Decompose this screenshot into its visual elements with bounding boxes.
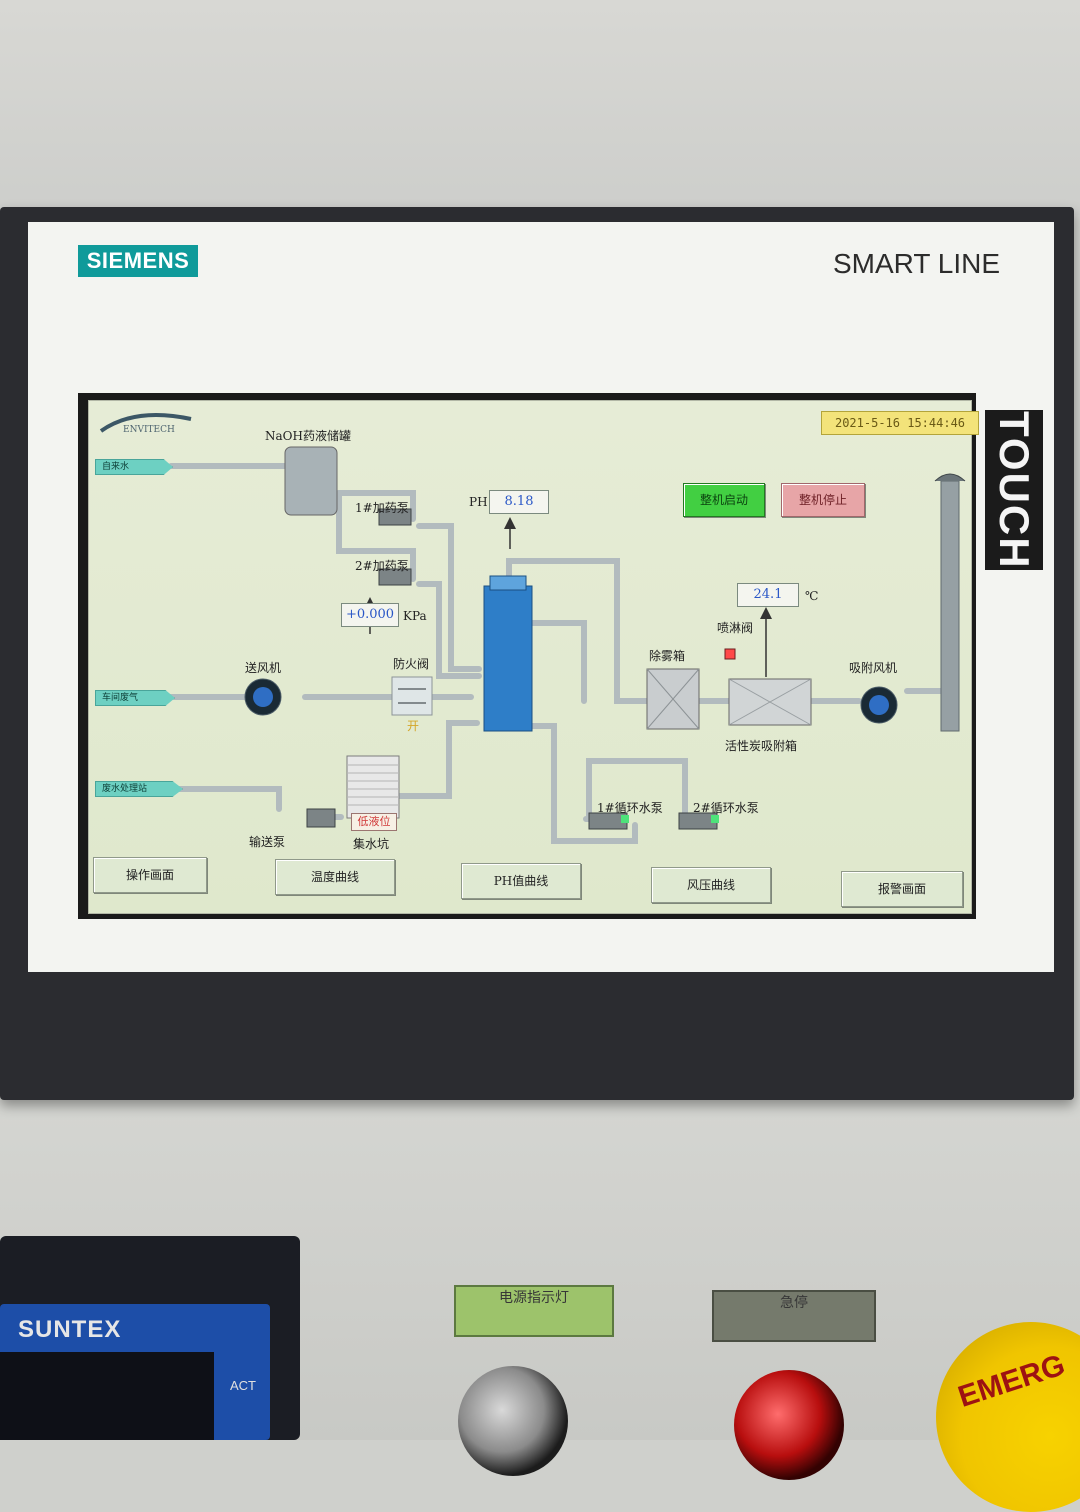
pipe-tank-1 (336, 490, 416, 522)
temperature-value: 24.1 (737, 583, 799, 607)
nav-temperature-curve[interactable]: 温度曲线 (275, 859, 395, 895)
touch-label: TOUCH (985, 410, 1043, 570)
fire-damper-label: 防火阀 (393, 657, 430, 671)
pressure-value: +0.000 (341, 603, 399, 627)
suction-fan-label: 吸附风机 (849, 661, 898, 675)
sump-tank (346, 755, 400, 819)
chimney-stack (940, 480, 960, 732)
pipe-spray (526, 620, 587, 704)
spray-valve-label: 喷淋阀 (717, 621, 754, 635)
pressure-unit: KPa (403, 609, 427, 623)
dosing-pump-2-label: 2#加药泵 (355, 559, 409, 573)
nav-operation-screen[interactable]: 操作画面 (93, 857, 207, 893)
dosing-pump-1 (378, 508, 412, 526)
ph-label: PH (469, 495, 488, 509)
demister-cross (646, 668, 700, 730)
panel-label-left: 电源指示灯 (454, 1285, 614, 1337)
timestamp-display: 2021-5-16 15:44:46 (821, 411, 979, 435)
nav-wind-pressure-curve[interactable]: 风压曲线 (651, 867, 771, 903)
tank-label: NaOH药液储罐 (265, 429, 351, 443)
nav-alarm-screen[interactable]: 报警画面 (841, 871, 963, 907)
scrubber-tower (483, 585, 533, 732)
pipe-dose-2 (416, 581, 482, 679)
selector-knob[interactable] (458, 1366, 568, 1476)
spray-valve (724, 648, 736, 660)
stop-button[interactable]: 整机停止 (781, 483, 865, 517)
pipe-tank-2 (336, 490, 416, 582)
dosing-pump-1-label: 1#加药泵 (355, 501, 409, 515)
transfer-pump-label: 输送泵 (249, 835, 286, 849)
product-line-label: SMART LINE (832, 248, 1000, 279)
indicator-light[interactable] (734, 1370, 844, 1480)
circulation-pump-2-label: 2#循环水泵 (693, 801, 759, 815)
transfer-pump (306, 808, 336, 828)
panel-label-right: 急停 (712, 1290, 876, 1342)
process-diagram (166, 446, 966, 844)
stack-cap (934, 473, 966, 482)
pipe-top-outlet (506, 558, 650, 704)
tag-wastewater: 废水处理站 (95, 781, 183, 797)
nav-ph-curve[interactable]: PH值曲线 (461, 863, 581, 899)
pipe-wastewater (166, 786, 282, 812)
start-button[interactable]: 整机启动 (683, 483, 765, 517)
company-logo-mark (99, 413, 192, 433)
fire-damper (391, 676, 433, 716)
pipe-dose-1 (416, 523, 482, 672)
pipe-bottom-1 (526, 723, 638, 844)
meter-act-label: ACT (230, 1378, 256, 1393)
sump-label: 集水坑 (353, 837, 390, 851)
pipe-sump-to-tower (392, 720, 480, 799)
brand-logo: SIEMENS (78, 245, 198, 277)
pipe-bottom-2 (583, 758, 688, 824)
company-logo-label: ENVITECH (123, 425, 175, 435)
naoh-tank (284, 446, 338, 516)
temperature-unit: ℃ (805, 589, 819, 603)
hmi-screen: ENVITECH 2021-5-16 15:44:46 自来水 车间废气 废水处… (88, 400, 979, 914)
blower-label: 送风机 (245, 661, 282, 675)
tag-inlet-air: 车间废气 (95, 690, 175, 706)
tower-top (489, 575, 527, 591)
meter-display (0, 1352, 214, 1440)
low-level-indicator: 低液位 (351, 813, 397, 831)
dosing-pump-2 (378, 568, 412, 586)
circulation-pump-1-label: 1#循环水泵 (597, 801, 663, 815)
cabinet-top-panel (0, 0, 1080, 215)
tag-inlet-water: 自来水 (95, 459, 173, 475)
carbon-box-label: 活性炭吸附箱 (725, 739, 798, 753)
ph-value: 8.18 (489, 490, 549, 514)
demister-label: 除雾箱 (649, 649, 686, 663)
carbon-cross (728, 678, 812, 726)
meter-brand: SUNTEX (18, 1316, 122, 1343)
fire-damper-state: 开 (407, 719, 420, 733)
company-logo-block: ENVITECH (95, 409, 199, 441)
